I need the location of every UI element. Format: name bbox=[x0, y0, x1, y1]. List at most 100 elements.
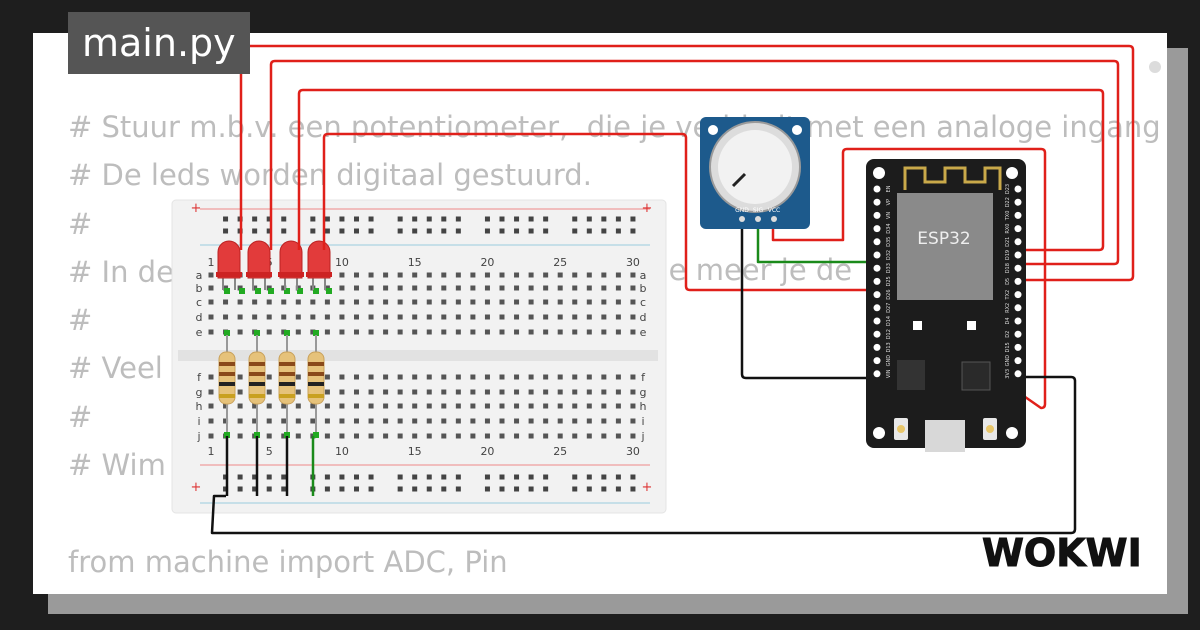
rail-hole bbox=[630, 216, 636, 222]
terminal-hole bbox=[484, 314, 490, 320]
terminal-hole bbox=[601, 299, 607, 305]
code-lines[interactable]: # Stuur m.b.v. een potentiometer, die je… bbox=[68, 103, 1161, 594]
rail-hole bbox=[455, 474, 461, 480]
rail-hole bbox=[543, 474, 549, 480]
wire-red bbox=[269, 59, 1120, 266]
terminal-hole bbox=[368, 272, 374, 278]
rail-hole bbox=[543, 486, 549, 492]
esp32-pin bbox=[873, 238, 881, 246]
rail-hole bbox=[528, 486, 534, 492]
esp32-pin-label: D12 bbox=[886, 329, 892, 339]
terminal-hole bbox=[528, 374, 534, 380]
column-number: 10 bbox=[335, 256, 349, 269]
terminal-hole bbox=[455, 403, 461, 409]
terminal-hole bbox=[528, 299, 534, 305]
esp32-mount-hole bbox=[873, 427, 885, 439]
esp32-pin-label: D22 bbox=[1005, 197, 1011, 207]
terminal-hole bbox=[601, 433, 607, 439]
terminal-hole bbox=[441, 389, 447, 395]
terminal-hole bbox=[324, 314, 330, 320]
terminal-hole bbox=[339, 418, 345, 424]
terminal-hole bbox=[441, 299, 447, 305]
esp32-pin bbox=[1014, 225, 1022, 233]
rail-hole bbox=[324, 216, 330, 222]
code-line: # bbox=[68, 303, 93, 338]
terminal-hole bbox=[324, 389, 330, 395]
esp32-button-cap bbox=[986, 425, 994, 433]
esp32-pin-label: D19 bbox=[1005, 250, 1011, 260]
terminal-hole bbox=[237, 299, 243, 305]
terminal-hole bbox=[615, 403, 621, 409]
rail-hole bbox=[514, 216, 520, 222]
terminal-hole bbox=[586, 299, 592, 305]
esp32-pin-label: D25 bbox=[886, 276, 892, 286]
esp32-pin-label: D18 bbox=[1005, 263, 1011, 273]
terminal-hole bbox=[455, 374, 461, 380]
row-letter: e bbox=[196, 326, 203, 339]
esp32-pin-label: D13 bbox=[886, 342, 892, 352]
terminal-hole bbox=[397, 418, 403, 424]
terminal-hole bbox=[615, 299, 621, 305]
scroll-indicator[interactable] bbox=[1149, 61, 1161, 73]
terminal-hole bbox=[208, 433, 214, 439]
rail-hole bbox=[601, 474, 607, 480]
rail-hole bbox=[528, 228, 534, 234]
terminal-hole bbox=[208, 285, 214, 291]
terminal-hole bbox=[295, 403, 301, 409]
terminal-hole bbox=[383, 433, 389, 439]
esp32-pin-label: D35 bbox=[886, 237, 892, 247]
terminal-hole bbox=[397, 299, 403, 305]
esp32-pin bbox=[1014, 304, 1022, 312]
terminal-hole bbox=[441, 418, 447, 424]
code-line: from machine import ADC, Pin bbox=[68, 544, 508, 579]
rail-hole bbox=[354, 474, 359, 480]
terminal-hole bbox=[572, 285, 578, 291]
rail-hole bbox=[412, 216, 418, 222]
terminal-hole bbox=[295, 389, 301, 395]
terminal-hole bbox=[528, 272, 534, 278]
terminal-hole bbox=[615, 314, 621, 320]
row-letter: f bbox=[197, 371, 202, 384]
terminal-hole bbox=[397, 389, 403, 395]
terminal-hole bbox=[368, 299, 374, 305]
terminal-hole bbox=[601, 374, 607, 380]
terminal-hole bbox=[281, 403, 287, 409]
file-tab[interactable]: main.py bbox=[68, 12, 250, 74]
esp32-pin bbox=[873, 370, 881, 378]
rail-hole bbox=[528, 474, 534, 480]
terminal-hole bbox=[630, 285, 636, 291]
terminal-hole bbox=[354, 374, 359, 380]
esp32-pin bbox=[1014, 330, 1022, 338]
terminal-hole bbox=[499, 329, 505, 335]
terminal-hole bbox=[470, 389, 476, 395]
terminal-hole bbox=[484, 433, 490, 439]
terminal-hole bbox=[310, 314, 316, 320]
terminal-hole bbox=[441, 314, 447, 320]
column-number: 1 bbox=[208, 256, 215, 269]
terminal-hole bbox=[397, 403, 403, 409]
rail-hole bbox=[223, 486, 229, 492]
terminal-hole bbox=[455, 418, 461, 424]
esp32-pin-label: D23 bbox=[1005, 184, 1011, 194]
rail-hole bbox=[615, 486, 621, 492]
terminal-hole bbox=[441, 272, 447, 278]
terminal-hole bbox=[470, 374, 476, 380]
terminal-hole bbox=[441, 374, 447, 380]
terminal-hole bbox=[586, 403, 592, 409]
esp32-smd bbox=[913, 321, 922, 330]
esp32-pin-label: VP bbox=[886, 199, 892, 205]
column-number: 1 bbox=[208, 445, 215, 458]
esp32-pin bbox=[873, 277, 881, 285]
terminal-hole bbox=[455, 314, 461, 320]
wire-black bbox=[210, 375, 1077, 535]
esp32-pin-label: D14 bbox=[886, 316, 892, 326]
esp32-regulator bbox=[897, 360, 925, 390]
terminal-hole bbox=[266, 389, 272, 395]
connected-hole bbox=[224, 330, 230, 336]
rail-hole bbox=[412, 474, 418, 480]
terminal-hole bbox=[441, 433, 447, 439]
terminal-hole bbox=[441, 403, 447, 409]
resistor-band bbox=[308, 362, 324, 366]
terminal-hole bbox=[528, 314, 534, 320]
